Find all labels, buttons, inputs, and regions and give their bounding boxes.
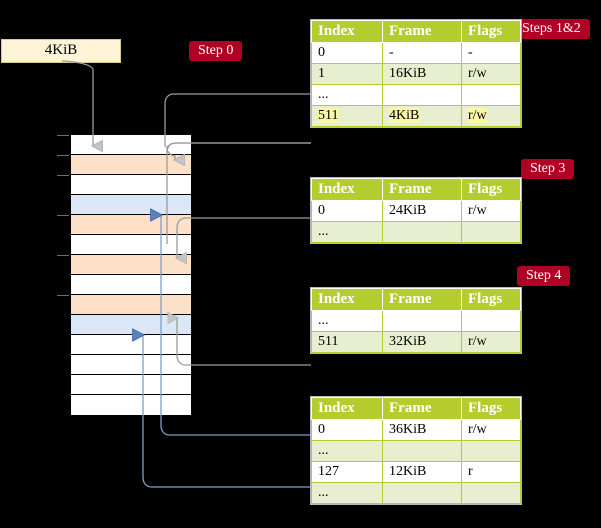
cell-index: 0 [311, 200, 383, 222]
table-row: 511 4KiB r/w [311, 105, 521, 127]
column-header-index: Index [311, 20, 383, 43]
cell-index: ... [311, 84, 383, 106]
cell-flags: - [461, 42, 521, 64]
memory-row-tick [57, 215, 69, 216]
column-header-frame: Frame [382, 288, 462, 311]
column-header-frame: Frame [382, 178, 462, 201]
cell-flags [461, 84, 521, 106]
cell-index: ... [311, 482, 383, 504]
table-row: ... [311, 482, 521, 504]
column-header-index: Index [311, 178, 383, 201]
cell-flags [461, 221, 521, 243]
physical-memory-column [57, 134, 191, 415]
cell-flags: r/w [461, 419, 521, 441]
cell-index: ... [311, 310, 383, 332]
cell-index: ... [311, 440, 383, 462]
wire-step3 [177, 217, 311, 258]
table-row: ... [311, 84, 521, 106]
cell-index: 127 [311, 461, 383, 483]
memory-frame-row [71, 355, 191, 375]
memory-row-tick [57, 175, 69, 176]
wire-step4 [177, 318, 311, 366]
cell-frame [382, 84, 462, 106]
cell-flags: r/w [461, 63, 521, 85]
column-header-flags: Flags [461, 20, 521, 43]
column-header-flags: Flags [461, 397, 521, 420]
table-row: 0-- [311, 42, 521, 64]
cell-flags [461, 440, 521, 462]
cell-frame [382, 310, 462, 332]
column-header-flags: Flags [461, 178, 521, 201]
memory-row-tick [57, 135, 69, 136]
column-header-flags: Flags [461, 288, 521, 311]
memory-frame-row [71, 155, 191, 175]
cell-index: 0 [311, 42, 383, 64]
cell-frame: - [382, 42, 462, 64]
memory-frame-row [71, 195, 191, 215]
table-row: ... [311, 440, 521, 462]
memory-frame-row [71, 375, 191, 395]
cell-highlight: 511 [318, 108, 339, 123]
cell-flags: r/w [461, 331, 521, 353]
memory-frame-row [71, 215, 191, 235]
memory-row-tick [57, 295, 69, 296]
memory-frame-row [71, 175, 191, 195]
cell-frame: 4KiB [382, 105, 462, 127]
cell-index: 1 [311, 63, 383, 85]
memory-frame-row [71, 135, 191, 155]
cell-flags [461, 310, 521, 332]
cell-flags: r/w [461, 105, 521, 127]
cell-frame [382, 221, 462, 243]
column-header-index: Index [311, 397, 383, 420]
page-box-label: 4KiB [44, 42, 78, 58]
memory-frame-row [71, 275, 191, 295]
cell-flags: r [461, 461, 521, 483]
column-header-frame: Frame [382, 397, 462, 420]
memory-frame-row [71, 315, 191, 335]
cell-highlight: 4KiB [389, 108, 420, 123]
memory-frame-row [71, 395, 191, 415]
cell-flags: r/w [461, 200, 521, 222]
cell-frame: 12KiB [382, 461, 462, 483]
cell-frame [382, 440, 462, 462]
table-row: ... [311, 221, 521, 243]
memory-frame-row [71, 255, 191, 275]
column-header-frame: Frame [382, 20, 462, 43]
badge-step-3: Step 3 [521, 159, 575, 179]
cell-highlight: r/w [468, 108, 487, 123]
memory-row-tick [57, 255, 69, 256]
cell-index: 0 [311, 419, 383, 441]
memory-row-tick [57, 155, 69, 156]
cell-index: ... [311, 221, 383, 243]
memory-frame-row [71, 295, 191, 315]
cell-frame: 36KiB [382, 419, 462, 441]
cell-frame: 16KiB [382, 63, 462, 85]
memory-frame-row [71, 235, 191, 255]
cell-flags [461, 482, 521, 504]
badge-steps-1-and-2: Steps 1&2 [513, 19, 590, 39]
cell-frame [382, 482, 462, 504]
memory-frame-row [71, 335, 191, 355]
table-row: ... [311, 310, 521, 332]
cell-frame: 24KiB [382, 200, 462, 222]
badge-step-0: Step 0 [189, 41, 243, 61]
column-header-index: Index [311, 288, 383, 311]
cell-index: 511 [311, 331, 383, 353]
cell-frame: 32KiB [382, 331, 462, 353]
badge-step-4: Step 4 [517, 266, 571, 286]
page-box-4kib: 4KiB [1, 39, 121, 63]
cell-index: 511 [311, 105, 383, 127]
